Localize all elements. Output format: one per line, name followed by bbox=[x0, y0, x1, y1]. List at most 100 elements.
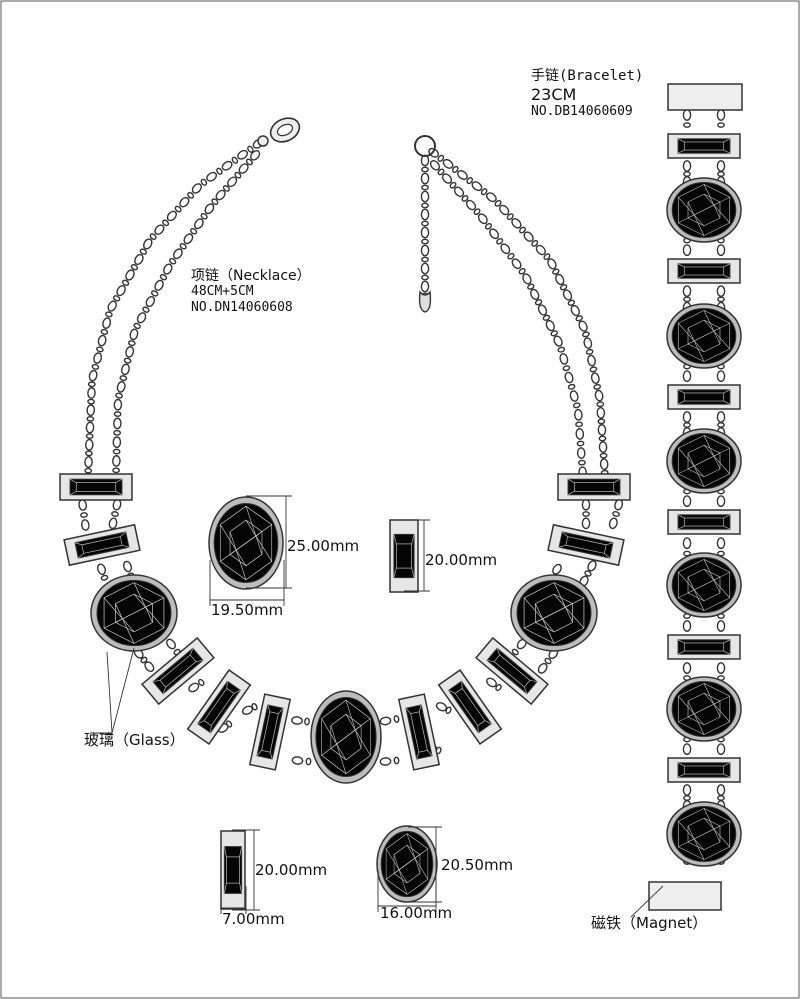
chain-link bbox=[143, 238, 153, 250]
chain-link bbox=[716, 784, 726, 796]
chain-link bbox=[716, 743, 726, 756]
bracelet-baguette bbox=[667, 384, 741, 410]
chain-link bbox=[174, 205, 182, 213]
chain-link bbox=[245, 158, 253, 166]
chain-link bbox=[461, 195, 469, 202]
chain-link bbox=[594, 389, 604, 402]
chain-link bbox=[683, 171, 691, 177]
large-oval-width-label: 19.50mm bbox=[211, 601, 284, 619]
chain-link bbox=[716, 411, 726, 423]
chain-link bbox=[100, 328, 109, 335]
chain-link bbox=[127, 340, 136, 347]
chain-link bbox=[251, 703, 258, 711]
chain-link bbox=[682, 784, 692, 796]
chain-strand bbox=[188, 678, 205, 693]
necklace-baguette bbox=[63, 523, 141, 567]
chain-strand bbox=[96, 563, 109, 581]
chain-link bbox=[108, 517, 118, 530]
chain-link bbox=[717, 296, 725, 303]
bracelet-title: 手链(Bracelet) bbox=[531, 68, 644, 84]
chain-link bbox=[420, 262, 430, 275]
bracelet-top-clasp bbox=[667, 83, 743, 111]
chain-link bbox=[250, 150, 261, 161]
leader-lines bbox=[90, 647, 664, 918]
chain-link bbox=[682, 537, 692, 550]
chain-link bbox=[420, 172, 430, 185]
necklace-baguette bbox=[248, 693, 292, 771]
chain-link bbox=[87, 398, 95, 405]
bracelet-baguette bbox=[667, 133, 741, 159]
bracelet-number: NO.DB14060609 bbox=[531, 104, 633, 119]
chain-link bbox=[564, 371, 574, 384]
chain-link bbox=[453, 186, 465, 198]
chain-link bbox=[225, 720, 233, 728]
chain-link bbox=[552, 268, 560, 275]
chain-link bbox=[222, 185, 230, 192]
chain-link bbox=[717, 422, 725, 428]
chain-link bbox=[379, 716, 392, 726]
chain-link bbox=[85, 433, 94, 440]
chain-link bbox=[581, 498, 591, 511]
chain-link bbox=[140, 656, 148, 664]
chain-strand bbox=[435, 702, 452, 714]
chain-link bbox=[576, 447, 586, 459]
bracelet-oval bbox=[666, 303, 742, 369]
chain-link bbox=[445, 706, 452, 714]
chain-link bbox=[84, 467, 93, 474]
chain-link bbox=[421, 238, 429, 245]
chain-link bbox=[133, 322, 141, 330]
chain-link bbox=[486, 677, 497, 688]
chain-link bbox=[596, 406, 606, 419]
chain-link bbox=[206, 171, 218, 182]
chain-link bbox=[500, 243, 511, 255]
chain-link bbox=[537, 662, 548, 674]
chain-link bbox=[547, 258, 557, 270]
chain-link bbox=[116, 285, 126, 297]
chain-link bbox=[112, 467, 121, 474]
chain-link bbox=[578, 459, 586, 466]
chain-link bbox=[583, 337, 593, 349]
necklace-baguette bbox=[397, 693, 441, 771]
chain-link bbox=[96, 563, 107, 575]
chain-link bbox=[215, 189, 226, 201]
chain-link bbox=[527, 283, 535, 290]
chain-link bbox=[716, 537, 726, 550]
chain-link bbox=[421, 202, 429, 209]
chain-link bbox=[162, 219, 170, 227]
small-oval-reference bbox=[376, 825, 438, 903]
necklace-baguette bbox=[141, 636, 215, 706]
chain-link bbox=[682, 160, 692, 172]
chain-link bbox=[393, 715, 400, 723]
necklace-title: 项链（Necklace） bbox=[191, 268, 311, 284]
chain-link bbox=[545, 319, 555, 332]
chain-link bbox=[598, 441, 608, 453]
chain-link bbox=[179, 196, 190, 208]
chain-link bbox=[682, 285, 692, 298]
chain-link bbox=[559, 353, 569, 365]
chain-link bbox=[134, 253, 144, 265]
chain-link bbox=[581, 517, 591, 530]
chain-link bbox=[480, 188, 488, 196]
chain-strand bbox=[682, 109, 692, 128]
chain-strand bbox=[84, 138, 264, 474]
chain-link bbox=[84, 438, 94, 451]
chain-strand bbox=[112, 150, 261, 474]
chain-link bbox=[457, 170, 468, 180]
chain-link bbox=[716, 620, 726, 632]
chain-link bbox=[191, 183, 202, 194]
small-oval-width-label: 16.00mm bbox=[380, 904, 453, 922]
chain-link bbox=[717, 122, 725, 128]
short-baguette-height-label: 20.00mm bbox=[255, 861, 328, 879]
chain-link bbox=[129, 328, 139, 341]
chain-link bbox=[523, 231, 534, 242]
chain-link bbox=[578, 320, 588, 332]
chain-link bbox=[112, 448, 121, 455]
chain-link bbox=[477, 213, 488, 225]
chain-link bbox=[166, 210, 177, 222]
chain-link bbox=[511, 218, 522, 229]
chain-link bbox=[612, 511, 620, 517]
chain-link bbox=[562, 289, 573, 301]
chain-link bbox=[484, 222, 493, 230]
chain-link bbox=[569, 390, 579, 402]
